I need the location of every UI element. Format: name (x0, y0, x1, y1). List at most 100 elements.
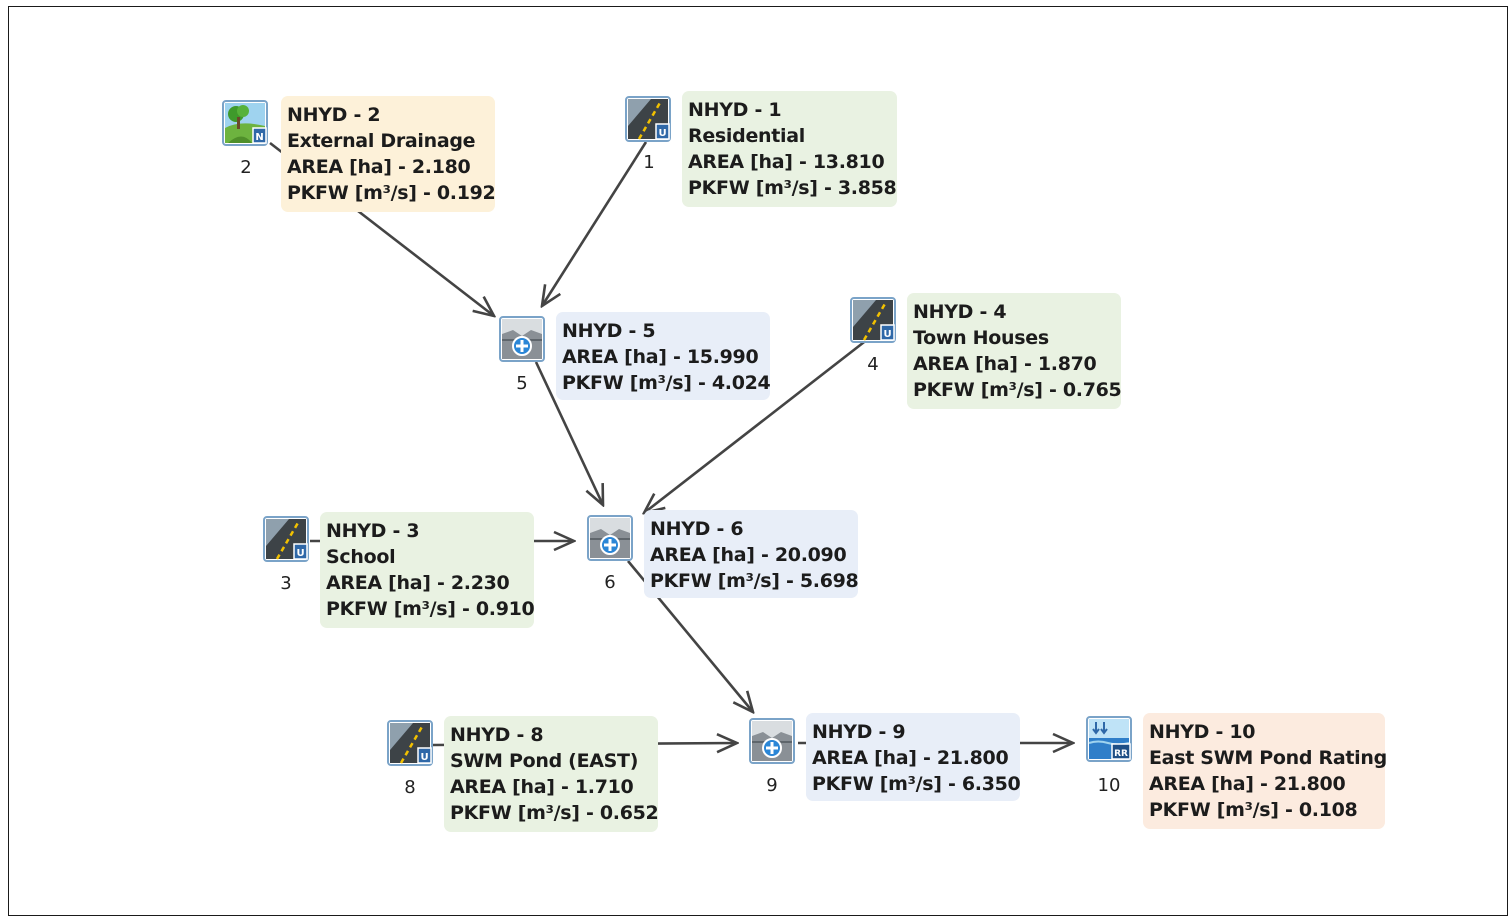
pkfw-label: PKFW [m³/s] (650, 570, 780, 592)
pkfw-label: PKFW [m³/s] (326, 598, 456, 620)
area-label: AREA [ha] (287, 156, 392, 178)
node-area: AREA [ha] - 21.800 (1149, 771, 1379, 797)
area-label: AREA [ha] (650, 544, 755, 566)
separator: - (554, 776, 575, 798)
area-value: 13.810 (812, 151, 885, 173)
node-area: AREA [ha] - 20.090 (650, 542, 852, 568)
node-pkfw: PKFW [m³/s] - 0.108 (1149, 797, 1379, 823)
separator: - (416, 182, 437, 204)
pkfw-label: PKFW [m³/s] (1149, 799, 1279, 821)
node-name: SWM Pond (EAST) (450, 750, 639, 772)
node-name: East SWM Pond Rating (1149, 747, 1387, 769)
area-value: 2.230 (450, 572, 510, 594)
separator: - (754, 544, 775, 566)
pkfw-value: 6.350 (961, 773, 1021, 795)
urban-catchment-icon[interactable]: U (387, 720, 433, 766)
pkfw-value: 0.910 (475, 598, 535, 620)
edge-1-to-5[interactable] (542, 141, 648, 306)
node-title: NHYD - 2 (287, 104, 381, 126)
node-pkfw: PKFW [m³/s] - 6.350 (812, 771, 1021, 797)
separator: - (455, 598, 476, 620)
separator: - (1253, 773, 1274, 795)
node-area: AREA [ha] - 1.710 (450, 774, 652, 800)
area-label: AREA [ha] (688, 151, 793, 173)
separator: - (817, 177, 838, 199)
node-number: 1 (643, 152, 655, 173)
area-label: AREA [ha] (1149, 773, 1254, 795)
node-pkfw: PKFW [m³/s] - 0.652 (450, 800, 659, 826)
node-title: NHYD - 8 (450, 724, 544, 746)
separator: - (666, 346, 687, 368)
node-number: 2 (240, 157, 252, 178)
node-pkfw: PKFW [m³/s] - 0.765 (913, 377, 1122, 403)
node-title: NHYD - 5 (562, 320, 656, 342)
separator: - (430, 572, 451, 594)
pkfw-value: 4.024 (711, 372, 771, 394)
pond-routing-icon[interactable]: RR (1086, 716, 1132, 762)
separator: - (941, 773, 962, 795)
edge-5-to-6[interactable] (534, 361, 603, 505)
node-number: 6 (604, 572, 616, 593)
node-number: 4 (867, 354, 879, 375)
node-pkfw: PKFW [m³/s] - 3.858 (688, 175, 897, 201)
area-label: AREA [ha] (812, 747, 917, 769)
node-title: NHYD - 10 (1149, 721, 1256, 743)
edge-4-to-6[interactable] (644, 337, 869, 513)
svg-text:RR: RR (1114, 749, 1128, 759)
svg-text:U: U (296, 548, 304, 559)
node-info-card[interactable]: NHYD - 8 SWM Pond (EAST)AREA [ha] - 1.710… (444, 716, 659, 832)
separator: - (792, 151, 813, 173)
node-area: AREA [ha] - 15.990 (562, 344, 764, 370)
separator: - (779, 570, 800, 592)
separator: - (391, 156, 412, 178)
junction-icon[interactable] (587, 515, 633, 561)
node-name: External Drainage (287, 130, 476, 152)
node-number: 8 (404, 777, 416, 798)
pkfw-value: 0.192 (436, 182, 496, 204)
separator: - (1017, 353, 1038, 375)
pkfw-label: PKFW [m³/s] (913, 379, 1043, 401)
node-name: Town Houses (913, 327, 1049, 349)
node-area: AREA [ha] - 2.230 (326, 570, 528, 596)
node-title: NHYD - 9 (812, 721, 906, 743)
junction-icon[interactable] (749, 718, 795, 764)
area-value: 21.800 (1273, 773, 1346, 795)
pkfw-label: PKFW [m³/s] (450, 802, 580, 824)
pkfw-value: 5.698 (799, 570, 859, 592)
node-number: 3 (280, 573, 292, 594)
pkfw-label: PKFW [m³/s] (287, 182, 417, 204)
junction-icon[interactable] (499, 316, 545, 362)
node-title: NHYD - 1 (688, 99, 782, 121)
node-name: School (326, 546, 396, 568)
node-pkfw: PKFW [m³/s] - 4.024 (562, 370, 771, 396)
area-label: AREA [ha] (450, 776, 555, 798)
node-number: 10 (1097, 775, 1121, 796)
separator: - (1278, 799, 1299, 821)
node-area: AREA [ha] - 13.810 (688, 149, 891, 175)
node-title: NHYD - 4 (913, 301, 1007, 323)
external-drainage-icon[interactable]: N (222, 100, 268, 146)
svg-text:U: U (420, 752, 428, 763)
svg-text:N: N (255, 132, 263, 143)
node-pkfw: PKFW [m³/s] - 0.910 (326, 596, 535, 622)
node-title: NHYD - 3 (326, 520, 420, 542)
urban-catchment-icon[interactable]: U (263, 516, 309, 562)
pkfw-value: 0.765 (1062, 379, 1122, 401)
node-area: AREA [ha] - 21.800 (812, 745, 1014, 771)
area-value: 21.800 (936, 747, 1009, 769)
separator: - (916, 747, 937, 769)
urban-catchment-icon[interactable]: U (850, 297, 896, 343)
pkfw-label: PKFW [m³/s] (812, 773, 942, 795)
pkfw-value: 0.108 (1298, 799, 1358, 821)
pkfw-value: 3.858 (837, 177, 897, 199)
urban-catchment-icon[interactable]: U (625, 96, 671, 142)
area-label: AREA [ha] (913, 353, 1018, 375)
